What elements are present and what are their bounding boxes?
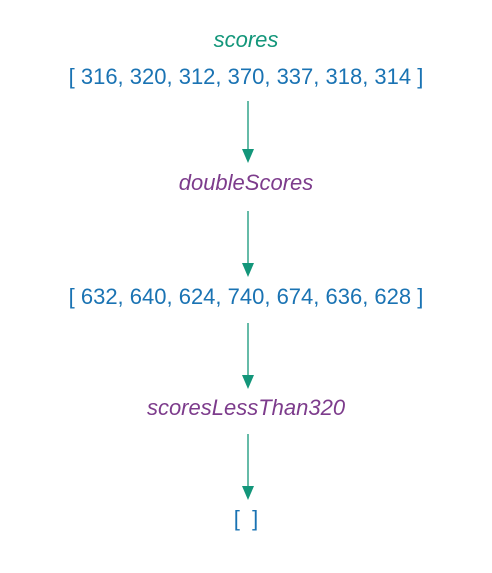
function-doubleScores: doubleScores [178, 170, 314, 195]
variable-name-scores: scores [213, 27, 279, 52]
arrow-down-4 [242, 434, 254, 500]
arrow-down-2 [242, 211, 254, 277]
arrow-down-3 [242, 323, 254, 389]
empty-result-array: [ ] [233, 506, 259, 531]
arrow-down-1 [242, 101, 254, 163]
function-scoresLessThan320: scoresLessThan320 [146, 395, 346, 420]
doubled-array: [ 632, 640, 624, 740, 674, 636, 628 ] [68, 284, 424, 309]
input-array: [ 316, 320, 312, 370, 337, 318, 314 ] [68, 64, 424, 89]
